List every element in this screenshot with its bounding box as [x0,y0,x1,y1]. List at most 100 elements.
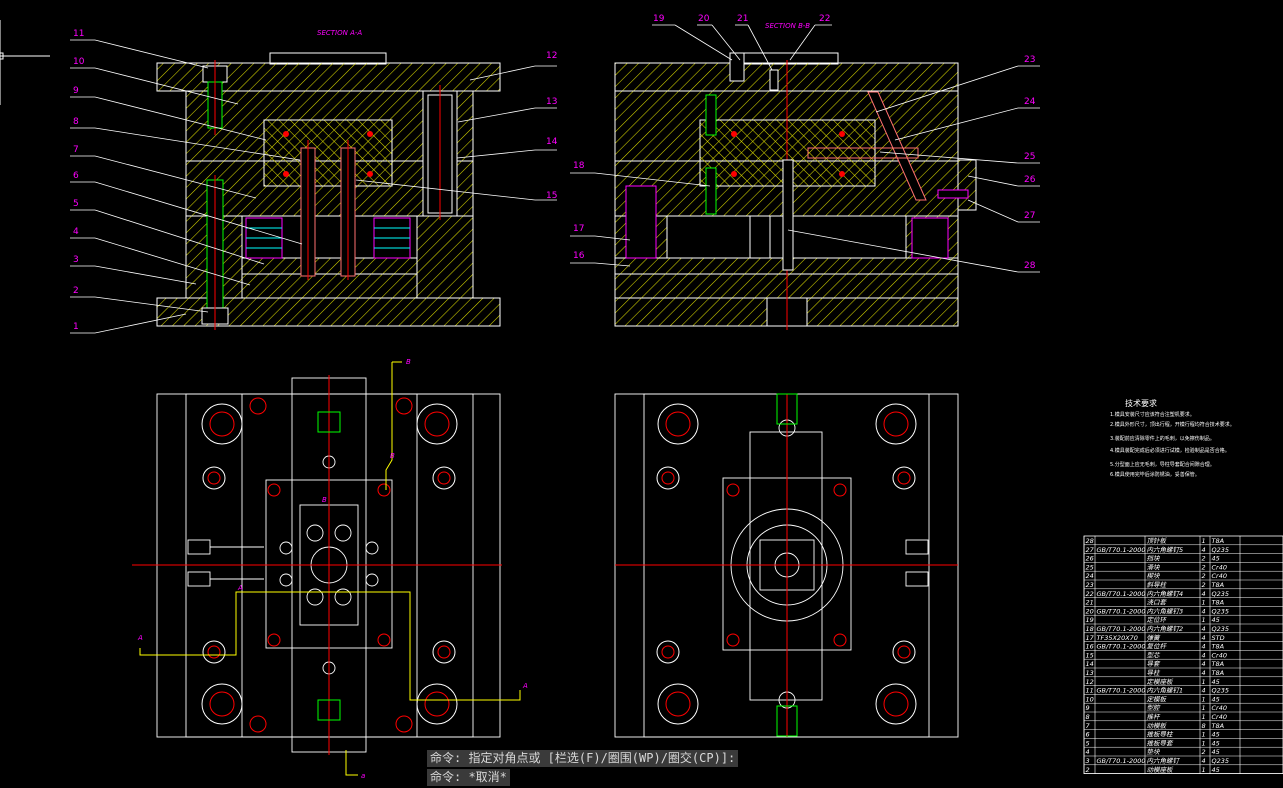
tech-line-5: 5.分型面上应无毛刺，导柱导套配合间隙合理。 [1110,461,1215,468]
command-history-line: 命令: 指定对角点或 [栏选(F)/圈围(WP)/圈交(CP)]: [427,750,739,767]
tech-line-1: 1.模具安装尺寸应该符合注塑机要求。 [1110,411,1195,418]
bom-cell-name: 动模板 [1147,722,1168,730]
bom-cell-no: 11 [1086,687,1094,695]
bom-cell-qty: 2 [1202,748,1206,756]
bom-cell-qty: 4 [1202,607,1206,615]
callout-18: 18 [573,161,585,171]
tech-line-4: 4.模具装配完成后必须进行试模，检验制品是否合格。 [1110,447,1230,454]
bom-cell-mat: STD [1212,634,1225,642]
bom-cell-mat: 45 [1212,678,1220,686]
bom-cell-mat: Cr40 [1212,563,1227,571]
bom-cell-qty: 1 [1202,599,1206,607]
bom-cell-qty: 4 [1202,643,1206,651]
bom-cell-no: 23 [1086,581,1094,589]
section-b-view: SECTION B-B [614,22,977,330]
bom-cell-std: GB/T70.1-2000 [1097,590,1146,598]
section-b-title: SECTION B-B [765,22,810,30]
tech-line-2: 2.模具外形尺寸，顶出行程，开模行程均符合技术要求。 [1110,421,1235,428]
bom-cell-no: 5 [1086,739,1090,747]
callout-24: 24 [1024,97,1036,107]
bom-cell-qty: 4 [1202,625,1206,633]
callout-8: 8 [73,117,79,127]
bom-cell-mat: Cr40 [1212,651,1227,659]
bom-cell-mat: T8A [1212,660,1225,668]
bom-cell-mat: T8A [1212,722,1225,730]
bom-cell-qty: 1 [1202,537,1206,545]
tech-requirements: 技术要求 1.模具安装尺寸应该符合注塑机要求。 2.模具外形尺寸，顶出行程，开模… [1110,398,1235,478]
bom-cell-name: 推板导套 [1147,739,1175,747]
bom-cell-std: TF35X20X70 [1097,634,1138,642]
bom-cell-mat: Q235 [1212,757,1230,765]
bom-cell-no: 27 [1086,546,1095,554]
bom-cell-qty: 8 [1202,722,1206,730]
bom-cell-qty: 2 [1202,563,1206,571]
bom-cell-no: 7 [1086,722,1091,730]
bom-cell-no: 28 [1086,537,1094,545]
bom-cell-name: 型腔 [1147,704,1162,712]
bom-cell-no: 14 [1086,660,1094,668]
bom-cell-mat: Cr40 [1212,572,1227,580]
bom-cell-name: 复位杆 [1147,643,1168,651]
bom-cell-name: 内六角螺钉2 [1147,625,1184,633]
command-input-line[interactable]: 命令: *取消* [427,769,510,786]
callout-19: 19 [653,14,665,24]
callout-6: 6 [73,171,79,181]
callout-7: 7 [73,145,79,155]
bom-cell-qty: 1 [1202,766,1206,774]
bom-cell-mat: T8A [1212,599,1225,607]
bom-cell-qty: 2 [1202,581,1206,589]
bom-cell-qty: 1 [1202,616,1206,624]
bom-cell-std: GB/T70.1-2000 [1097,546,1146,554]
bom-row: 12 定模座板 1 45 [1084,678,1283,686]
bom-cell-name: 推杆 [1147,713,1162,721]
bom-cell-std: GB/T70.1-2000 [1097,687,1146,695]
plan-left-centerlines [132,375,502,755]
marker-b-small: B [322,496,327,504]
bom-cell-name: 内六角螺钉4 [1147,590,1184,598]
bom-cell-no: 10 [1086,695,1094,703]
bom-cell-mat: 45 [1212,695,1220,703]
bom-cell-no: 25 [1086,563,1094,571]
bom-cell-name: 导柱 [1147,669,1162,677]
bom-cell-qty: 4 [1202,634,1206,642]
bom-cell-no: 12 [1086,678,1094,686]
bom-cell-name: 内六角螺钉 [1147,757,1181,765]
bom-cell-no: 26 [1086,555,1094,563]
tech-line-3: 3.装配前应清除零件上的毛刺，以免擦伤制品。 [1110,435,1215,442]
bom-cell-mat: Cr40 [1212,704,1227,712]
marker-a-small: A [237,584,243,592]
bom-cell-no: 17 [1086,634,1095,642]
bom-cell-qty: 1 [1202,695,1206,703]
callout-3: 3 [73,255,79,265]
section-a-callouts [70,39,557,334]
callout-2: 2 [73,286,79,296]
bom-cell-qty: 1 [1202,704,1206,712]
section-cut-lines [139,361,521,776]
bom-cell-mat: T8A [1212,581,1225,589]
callout-9: 9 [73,86,79,96]
plan-right-centerlines [615,393,958,737]
bom-cell-no: 19 [1086,616,1094,624]
bom-cell-no: 21 [1086,599,1094,607]
callout-28: 28 [1024,261,1036,271]
marker-b-top: B [406,358,411,366]
bom-cell-no: 15 [1086,651,1094,659]
bom-cell-no: 8 [1086,713,1090,721]
bom-cell-name: 定模座板 [1147,678,1175,686]
callout-25: 25 [1024,152,1035,162]
bom-cell-qty: 4 [1202,757,1206,765]
tech-line-6: 6.模具使用完毕后涂防锈油，妥善保管。 [1110,471,1200,478]
bom-cell-mat: Q235 [1212,607,1230,615]
bom-cell-qty: 1 [1202,678,1206,686]
